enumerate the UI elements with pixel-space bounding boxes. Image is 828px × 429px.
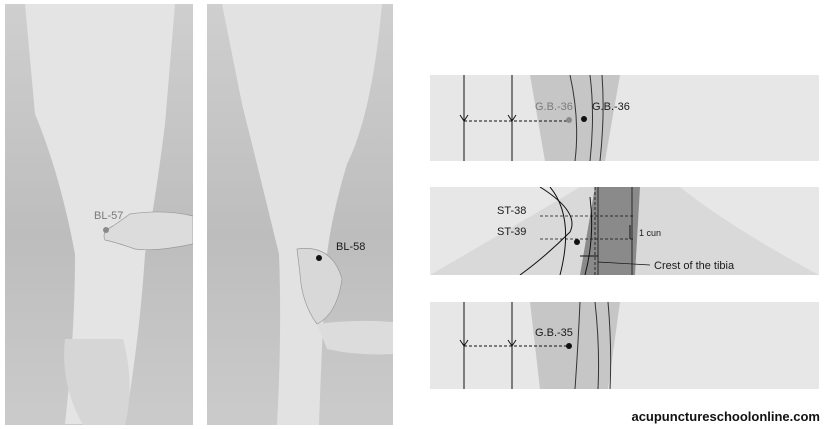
st-lines [430, 187, 819, 275]
point-label-st39: ST-39 [497, 226, 527, 238]
gb36-lines [459, 75, 620, 161]
point-label-gb36-grey: G.B.-36 [535, 101, 573, 113]
diagram-gb36: G.B.-36 G.B.-36 [430, 75, 819, 161]
leg-illustration-2 [222, 4, 393, 425]
point-gb35-dot [566, 343, 572, 349]
point-label-bl57: BL-57 [94, 210, 124, 222]
measure-label-1-cun: 1 cun [639, 228, 662, 238]
gb35-lines [459, 302, 620, 389]
photo-bl57: BL-57 [5, 4, 193, 425]
leg-illustration-1 [25, 4, 193, 425]
point-gb36-dot [581, 116, 587, 122]
diagram-st38-st39: ST-38 ST-39 1 cun Crest of the tibia [430, 187, 819, 275]
point-label-bl58: BL-58 [336, 241, 366, 253]
point-gb36-grey-dot [566, 117, 572, 123]
point-st39-dot [574, 239, 580, 245]
point-bl57-dot [103, 227, 109, 233]
watermark: acupunctureschoolonline.com [631, 409, 820, 424]
point-label-gb36: G.B.-36 [592, 101, 630, 113]
photo-bl58: BL-58 [207, 4, 393, 425]
point-label-gb35: G.B.-35 [535, 327, 573, 339]
point-label-st38: ST-38 [497, 205, 527, 217]
diagram-gb35: G.B.-35 [430, 302, 819, 389]
label-crest-of-tibia: Crest of the tibia [654, 260, 735, 272]
point-bl58-dot [316, 255, 322, 261]
